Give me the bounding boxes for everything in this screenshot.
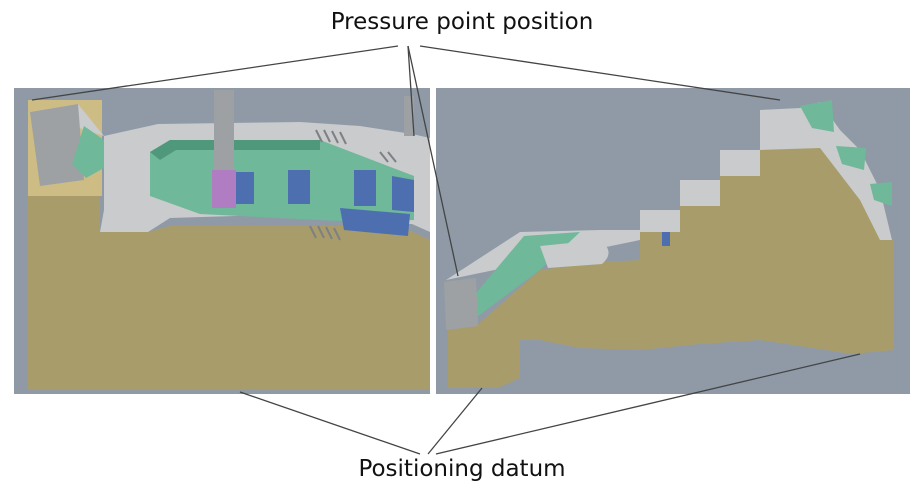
left-pocket-3 [354,170,376,206]
right-pocket [662,232,670,246]
leader-datum-left-base [239,391,421,455]
left-pressure-rod [404,96,414,136]
left-pocket-4 [392,176,414,212]
leader-datum-right-base [427,387,483,455]
left-green-edge [150,140,320,160]
leader-pressure-left-rod [407,45,415,137]
right-green-top [800,100,834,132]
right-view [436,88,910,394]
left-pressure-pin [212,170,236,208]
leader-pressure-right-clamp [407,45,459,277]
left-fixture-base [28,196,430,390]
leader-pressure-left-clamp [31,45,399,101]
pressure-point-label: Pressure point position [330,9,594,35]
right-fixture-base [448,148,894,388]
left-view [14,88,430,394]
left-clamp [30,104,84,186]
right-green-mid [836,146,866,170]
leader-datum-right-end [435,353,861,455]
left-pocket-2 [288,170,310,204]
left-pressure-tool [214,90,234,176]
leader-pressure-right-top [419,45,781,101]
left-pocket-lower [340,208,410,236]
positioning-datum-label: Positioning datum [358,456,566,482]
right-green-low [870,182,892,206]
left-green-face [72,126,104,178]
left-pocket-1 [236,172,254,204]
right-clamp [444,278,478,330]
leader-lines [31,45,861,455]
right-slot [540,240,609,268]
left-fins [309,129,397,241]
